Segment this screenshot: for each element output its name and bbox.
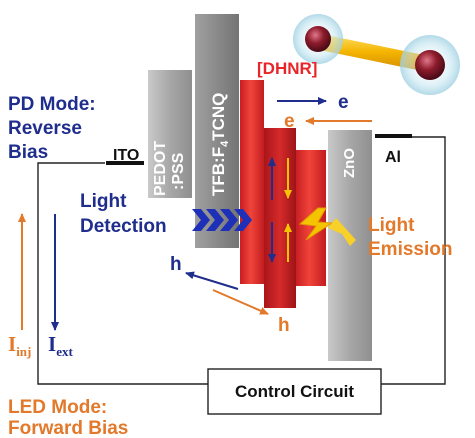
light-detection-line1: Light	[80, 191, 127, 212]
dhnr-band-left	[240, 80, 264, 284]
tfb-layer: TFB:F4TCNQ	[195, 14, 239, 248]
extraction-current-label: Iext	[48, 332, 73, 359]
led-mode-line1: LED Mode:	[8, 397, 107, 418]
light-emission-label: Light Emission	[368, 215, 452, 260]
light-emission-bolt-icon	[298, 207, 356, 246]
pedot-pss-layer: PEDOT :PSS	[148, 70, 192, 198]
pedot-label-line1: PEDOT	[152, 141, 169, 196]
light-emission-line1: Light	[368, 215, 415, 236]
electron-in-label: e	[284, 111, 295, 132]
control-circuit-label: Control Circuit	[235, 382, 354, 401]
light-emission-line2: Emission	[368, 239, 452, 260]
light-detection-label: Light Detection	[80, 191, 167, 237]
electron-out-label: e	[338, 92, 349, 113]
double-heterojunction-nanorod-icon	[293, 14, 460, 95]
tfb-label: TFB:F4TCNQ	[209, 93, 231, 196]
injection-current-label: Iinj	[8, 332, 31, 359]
pd-mode-line2: Reverse	[8, 118, 82, 139]
pd-mode-line1: PD Mode:	[8, 94, 96, 115]
hole-out-arrow	[185, 271, 239, 290]
led-mode-label: LED Mode: Forward Bias	[8, 397, 128, 438]
left-wire	[37, 162, 208, 385]
right-wire	[375, 136, 446, 385]
dhnr-label: [DHNR]	[257, 59, 317, 78]
hole-out-label: h	[170, 254, 182, 275]
pd-mode-label: PD Mode: Reverse Bias	[8, 94, 96, 163]
zno-label: ZnO	[341, 148, 358, 178]
led-mode-line2: Forward Bias	[8, 418, 128, 438]
dhnr-band-middle	[264, 128, 296, 308]
al-label: Al	[385, 149, 401, 166]
control-circuit-box: Control Circuit	[207, 368, 382, 415]
hole-in-label: h	[278, 315, 290, 336]
dhnr-bands	[240, 80, 326, 308]
pedot-label-line2: :PSS	[170, 152, 187, 190]
hole-in-arrow	[212, 289, 269, 315]
incoming-light-chevrons-icon	[192, 209, 252, 231]
light-detection-line2: Detection	[80, 216, 167, 237]
ito-label: ITO	[113, 147, 139, 164]
internal-carrier-arrows	[268, 157, 292, 263]
pd-mode-line3: Bias	[8, 142, 48, 163]
